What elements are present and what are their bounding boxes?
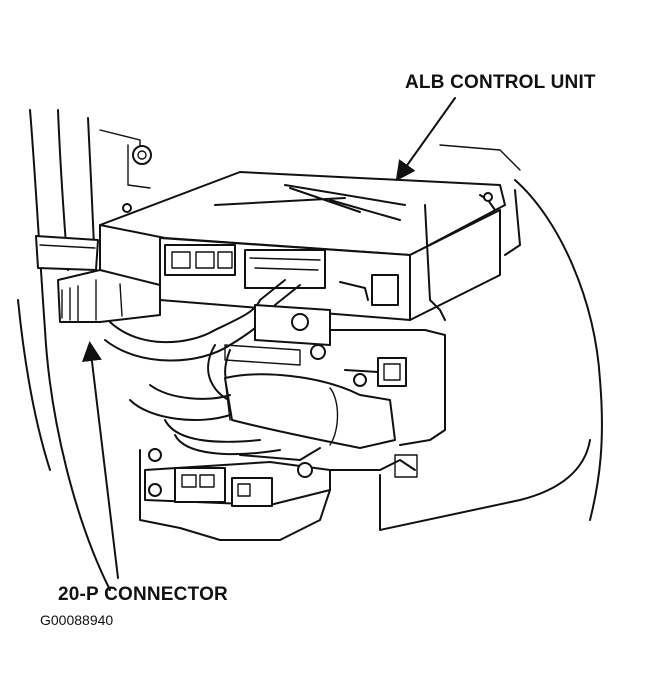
connector-20p-leader [81,341,119,579]
mounting-bracket [224,304,446,446]
bolt-top [127,144,152,189]
connector-20p-label: 20-P CONNECTOR [58,584,228,605]
alb-control-unit-leader [395,97,456,182]
figure-id-label: G00088940 [40,612,114,628]
wire-harness [104,279,396,461]
alb-control-unit-label: ALB CONTROL UNIT [405,72,596,93]
connector-20p [35,235,161,323]
right-body-panel [379,144,603,531]
lower-bracket [139,448,418,541]
